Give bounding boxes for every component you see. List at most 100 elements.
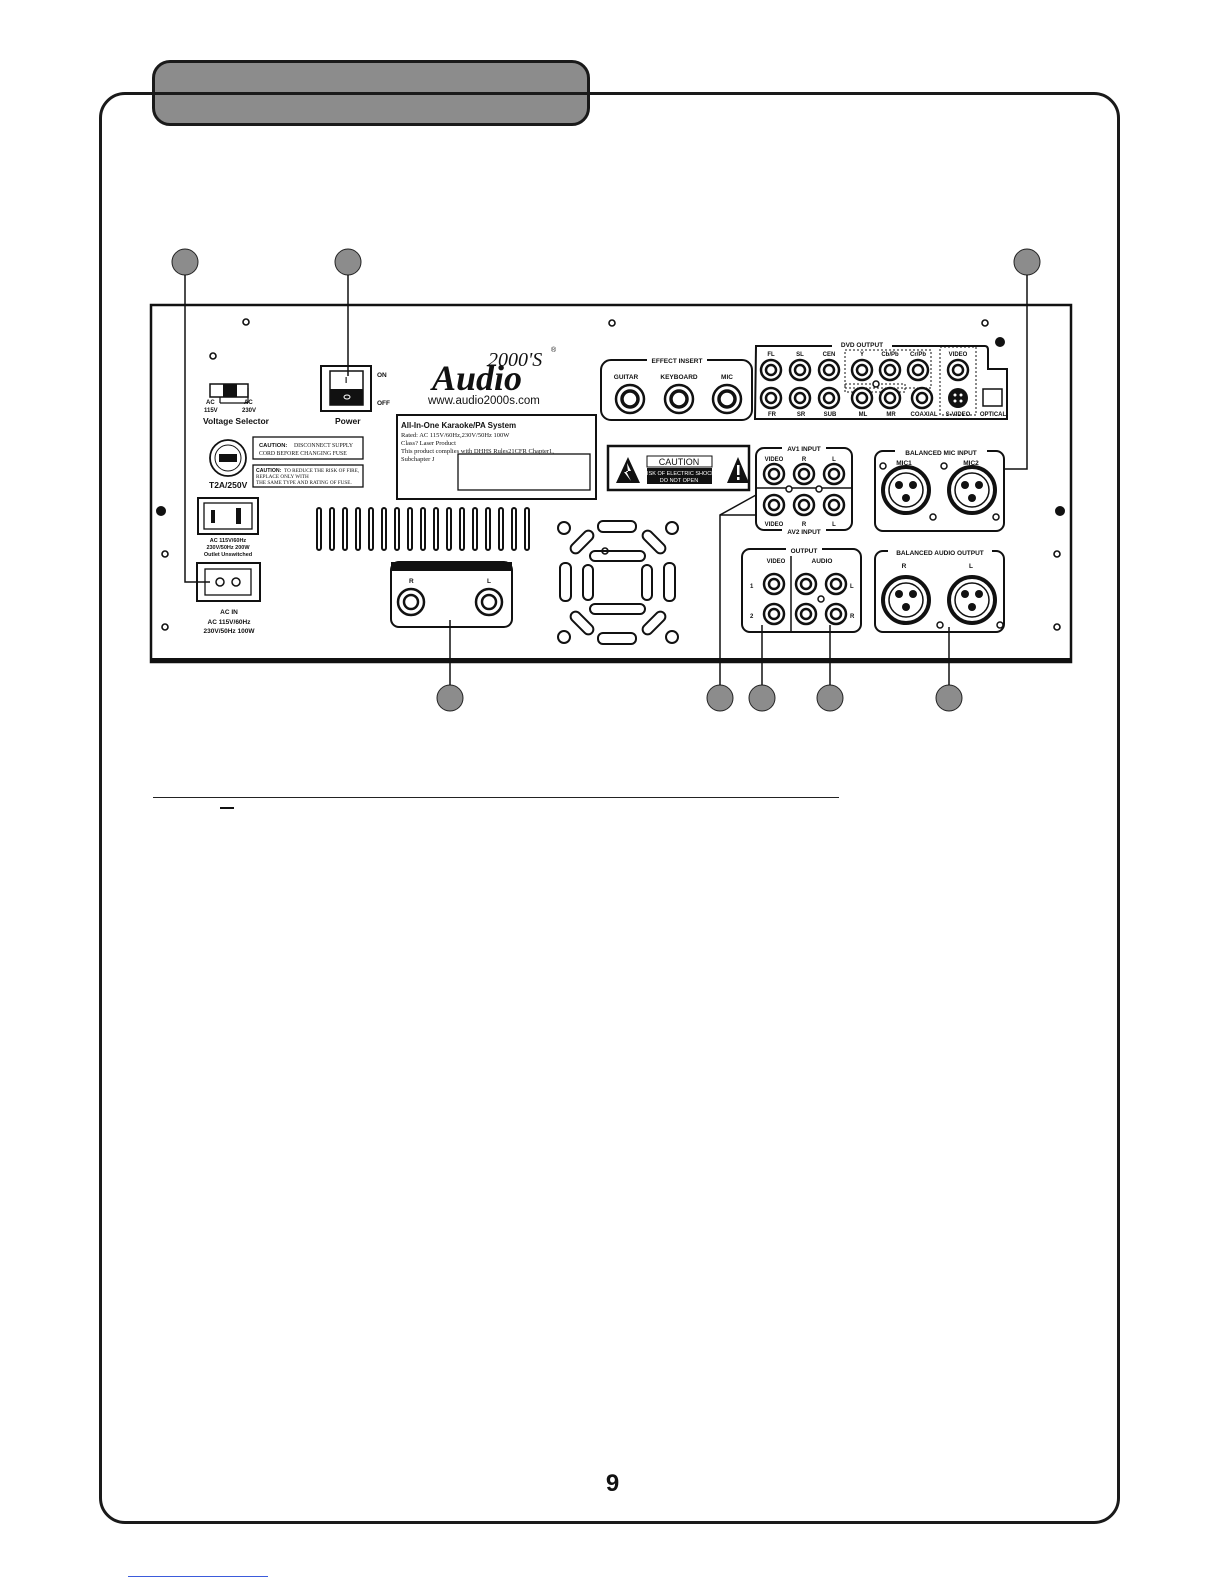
- callout-leaders: [184, 275, 1028, 685]
- dvd-output-jacks[interactable]: [759, 358, 970, 410]
- dvd-y-label: Y: [860, 352, 864, 358]
- speaker-r-label: R: [409, 578, 414, 585]
- dvd-cen-label: CEN: [823, 352, 836, 358]
- brand-url: www.audio2000s.com: [427, 395, 540, 407]
- power-off-label: OFF: [377, 400, 390, 407]
- av1-video-label: VIDEO: [765, 457, 784, 463]
- fuse-holder[interactable]: [209, 439, 247, 477]
- power-on-mark: I: [345, 376, 347, 385]
- spec-title: All-In-One Karaoke/PA System: [401, 421, 516, 430]
- section-mark: [220, 807, 234, 809]
- vent-slots: [316, 507, 530, 551]
- av-input-jacks[interactable]: [762, 462, 846, 517]
- brand-logo: Audio 2000'S ®: [430, 346, 557, 398]
- dvd-sl-label: SL: [796, 352, 804, 358]
- screw-hole: [1055, 506, 1065, 516]
- balanced-audio-title: BALANCED AUDIO OUTPUT: [896, 550, 984, 557]
- voltage-115v-value: 115V: [204, 408, 218, 414]
- voltage-230v-label: AC: [244, 400, 253, 406]
- output-jacks[interactable]: [762, 572, 848, 626]
- fuse-rating-label: T2A/250V: [209, 480, 248, 490]
- spec-line1: Rated: AC 115V/60Hz,230V/50Hz 100W: [401, 432, 510, 439]
- ac-in-label: AC IN: [220, 609, 238, 616]
- dvd-output-panel: [753, 345, 1008, 420]
- power-switch[interactable]: [320, 365, 372, 412]
- av2-l-label: L: [832, 522, 836, 528]
- effect-mic-label: MIC: [721, 374, 733, 381]
- dvd-cr-label: Cr/Pb: [910, 352, 926, 358]
- dvd-video-label: VIDEO: [949, 352, 968, 358]
- voltage-selector-label: Voltage Selector: [203, 416, 270, 426]
- av1-input-title: AV1 INPUT: [787, 446, 820, 453]
- caution-label-fire: [252, 464, 364, 488]
- voltage-selector[interactable]: [209, 383, 249, 404]
- mic1-label: MIC1: [896, 460, 912, 467]
- power-off-mark: [343, 394, 351, 400]
- output-row2-label: 2: [750, 614, 754, 620]
- balanced-l-label: L: [969, 563, 973, 570]
- output-audio-label: AUDIO: [812, 558, 833, 565]
- logo-brand-text: Audio: [430, 358, 522, 398]
- speaker-l-label: L: [487, 578, 491, 585]
- ac-outlet[interactable]: [197, 497, 259, 535]
- caution-2-line1: TO REDUCE THE RISK OF FIRE,: [284, 468, 359, 474]
- voltage-115v-label: AC: [206, 400, 215, 406]
- caution-1-bold: CAUTION:: [259, 443, 287, 449]
- caution-plate-title: CAUTION: [659, 457, 700, 467]
- av1-r-label: R: [802, 457, 807, 463]
- callout-markers: [171, 248, 1041, 712]
- dvd-coaxial-label: COAXIAL: [911, 412, 938, 418]
- page-number: 9: [605, 1470, 620, 1497]
- xlr-output-jacks[interactable]: [881, 575, 1004, 629]
- spec-line3: This product complies with DHHS Rules21C…: [401, 448, 554, 455]
- logo-super-text: 2000'S: [488, 349, 542, 371]
- dvd-mr-label: MR: [886, 412, 896, 418]
- voltage-230v-value: 230V: [242, 408, 256, 414]
- caution-1-line1: DISCONNECT SUPPLY: [294, 443, 354, 449]
- av1-l-label: L: [832, 457, 836, 463]
- dvd-optical-label: OPTICAL: [980, 412, 1007, 418]
- mic2-label: MIC2: [963, 460, 979, 467]
- power-label: Power: [335, 416, 361, 426]
- output-row1-label: 1: [750, 584, 754, 590]
- speaker-terminals[interactable]: [390, 561, 513, 628]
- serial-sticker: [457, 453, 591, 491]
- section-divider: [153, 797, 839, 798]
- dvd-fr-label: FR: [768, 412, 777, 418]
- screw-hole: [156, 506, 166, 516]
- screw-hole: [995, 337, 1005, 347]
- cooling-fan: [557, 520, 679, 645]
- balanced-r-label: R: [902, 563, 907, 570]
- effect-guitar-label: GUITAR: [614, 374, 639, 381]
- xlr-mic-jacks[interactable]: [879, 462, 1000, 521]
- power-on-label: ON: [377, 372, 387, 379]
- caution-plate-line2: DO NOT OPEN: [660, 478, 698, 484]
- caution-2-line2: REPLACE ONLY WITH: [256, 474, 309, 480]
- caution-label-fuse: [252, 436, 364, 460]
- logo-reg-mark: ®: [551, 346, 557, 354]
- caution-2-line3: THE SAME TYPE AND RATING OF FUSE.: [256, 480, 352, 486]
- caution-2-bold: CAUTION:: [256, 468, 282, 474]
- effect-keyboard-label: KEYBOARD: [660, 374, 698, 381]
- av2-video-label: VIDEO: [765, 522, 784, 528]
- ac-outlet-line3: Outlet Unswitched: [204, 552, 252, 558]
- effect-insert-jacks[interactable]: [614, 383, 743, 415]
- output-title: OUTPUT: [791, 548, 818, 555]
- dvd-cb-label: Cb/Pb: [881, 352, 899, 358]
- dvd-output-title: DVD OUTPUT: [841, 342, 883, 349]
- ac-outlet-line2: 230V/50Hz 200W: [206, 545, 250, 551]
- spec-line4: Subchapter J: [401, 456, 435, 463]
- dvd-fl-label: FL: [767, 352, 775, 358]
- dvd-sub-label: SUB: [824, 412, 837, 418]
- balanced-mic-title: BALANCED MIC INPUT: [905, 450, 977, 457]
- optical-jack[interactable]: [982, 388, 1003, 407]
- caution-1-line2: CORD BEFORE CHANGING FUSE: [259, 451, 347, 457]
- page-frame: [99, 92, 1120, 1524]
- svideo-jack[interactable]: [948, 388, 968, 408]
- dvd-sr-label: SR: [797, 412, 806, 418]
- dvd-svideo-label: S-VIDEO: [946, 412, 971, 418]
- ac-in-line1: AC 115V/60Hz: [208, 619, 252, 626]
- output-video-label: VIDEO: [767, 559, 786, 565]
- av2-r-label: R: [802, 522, 807, 528]
